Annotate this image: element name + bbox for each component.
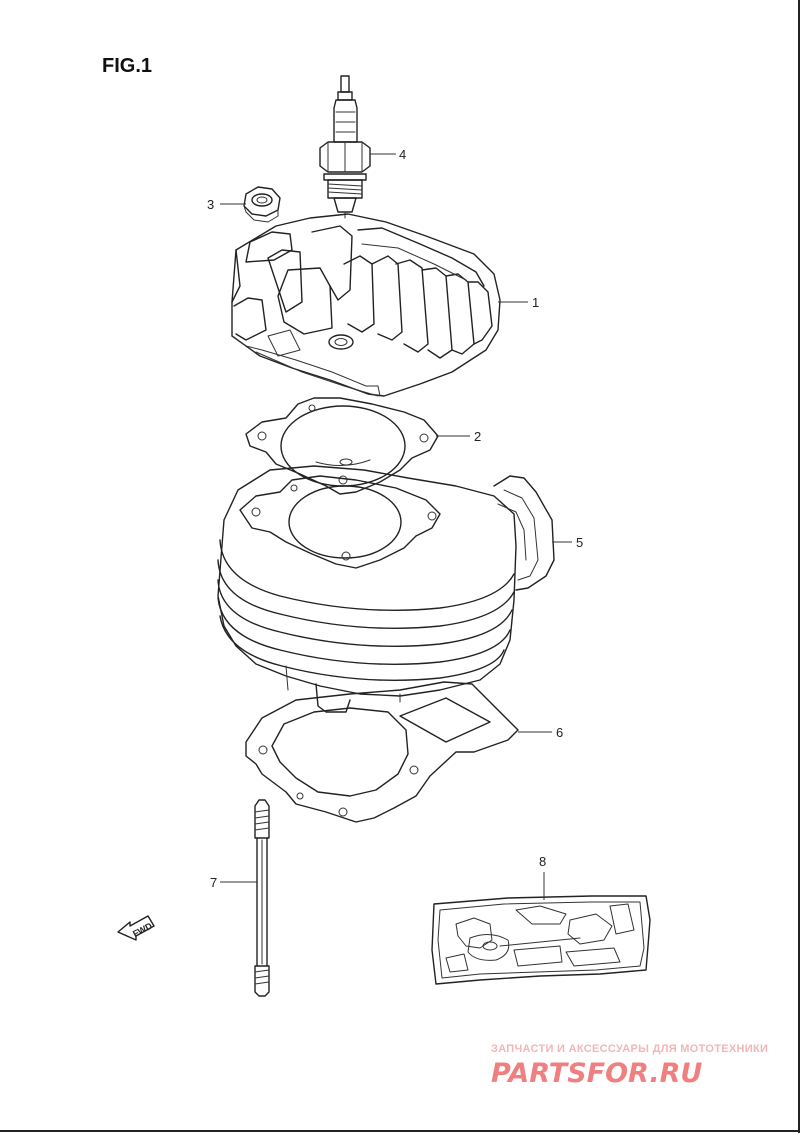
watermark: ЗАПЧАСТИ И АКСЕССУАРЫ ДЛЯ МОТОТЕХНИКИ PA… bbox=[491, 1043, 768, 1089]
spark-plug-drawing bbox=[319, 75, 371, 219]
callout-8: 8 bbox=[539, 854, 546, 869]
arrow-left-icon bbox=[117, 915, 155, 941]
gasket-set-drawing bbox=[431, 895, 651, 985]
nut-drawing bbox=[243, 186, 281, 223]
figure-title: FIG.1 bbox=[102, 55, 152, 77]
cylinder-head-drawing bbox=[231, 213, 501, 397]
stud-bolt-drawing bbox=[254, 799, 270, 997]
callout-2: 2 bbox=[474, 429, 481, 444]
forward-direction-marker: FWD bbox=[117, 915, 155, 941]
watermark-brand: PARTSFOR.RU bbox=[491, 1058, 702, 1089]
callout-4: 4 bbox=[399, 147, 406, 162]
callout-1: 1 bbox=[532, 295, 539, 310]
head-gasket-drawing bbox=[245, 397, 439, 495]
base-gasket-drawing bbox=[245, 681, 519, 823]
callout-3: 3 bbox=[207, 197, 214, 212]
watermark-tagline: ЗАПЧАСТИ И АКСЕССУАРЫ ДЛЯ МОТОТЕХНИКИ bbox=[491, 1043, 768, 1055]
cylinder-drawing bbox=[217, 465, 555, 713]
callout-7: 7 bbox=[210, 875, 217, 890]
callout-6: 6 bbox=[556, 725, 563, 740]
callout-5: 5 bbox=[576, 535, 583, 550]
